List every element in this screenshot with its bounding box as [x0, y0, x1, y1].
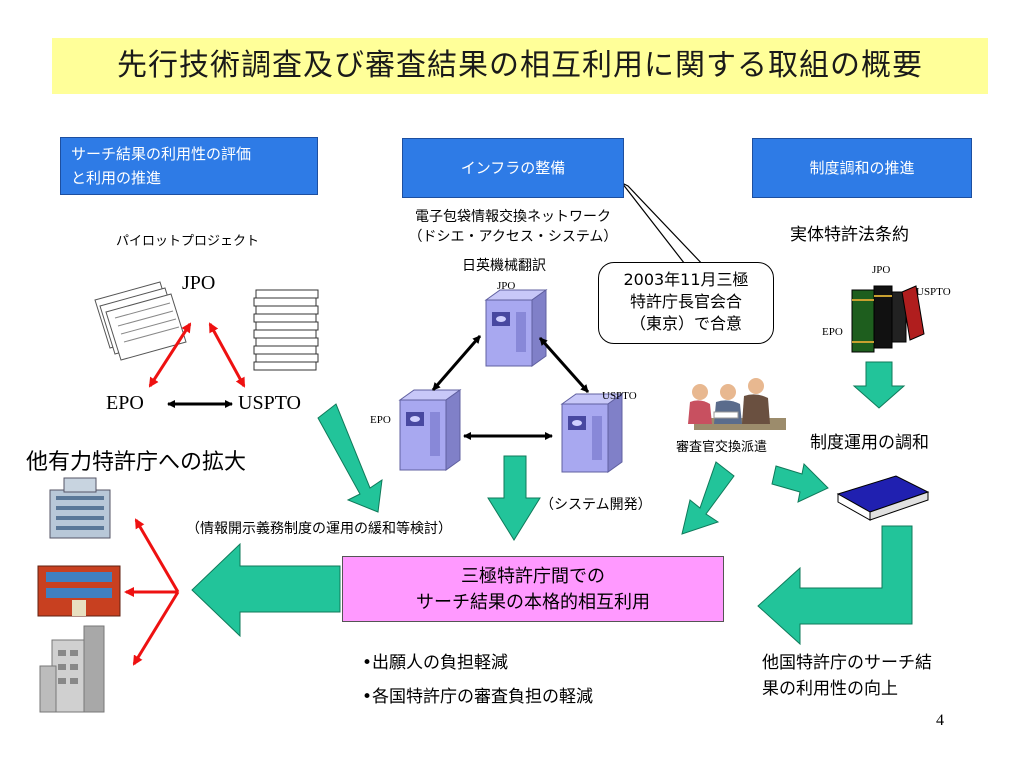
- books-jpo-label: JPO: [872, 264, 891, 276]
- red-arrow-epo-jpo: [148, 322, 192, 388]
- usability-improve: 他国特許庁のサーチ結 果の利用性の向上: [762, 650, 932, 702]
- server-jpo-label: JPO: [497, 280, 516, 292]
- epo-label: EPO: [106, 392, 144, 414]
- red-arrow-expand-1: [134, 518, 180, 593]
- usability-improve-line1: 他国特許庁のサーチ結: [762, 653, 932, 673]
- mutual-use-box: 三極特許庁間での サーチ結果の本格的相互利用: [342, 556, 724, 622]
- search-results-eval-line2: と利用の推進: [71, 169, 162, 187]
- books-uspto-label: USPTO: [916, 286, 951, 298]
- expand-label: 他有力特許庁への拡大: [26, 450, 247, 475]
- green-arrow-exchange: [681, 461, 735, 535]
- search-results-eval-box: サーチ結果の利用性の評価 と利用の推進: [60, 137, 318, 195]
- dossier-network-line2: （ドシエ・アクセス・システム）: [408, 229, 618, 245]
- green-arrow-to-book: [771, 462, 829, 503]
- books-epo-label: EPO: [822, 326, 843, 338]
- examiners-meeting-icon: [688, 378, 786, 430]
- red-arrow-jpo-uspto: [208, 322, 246, 388]
- mutual-use-line2: サーチ結果の本格的相互利用: [416, 592, 650, 613]
- uspto-label: USPTO: [238, 392, 301, 414]
- document-stack-icon: [253, 289, 319, 371]
- handbook-icon: [836, 475, 930, 521]
- green-arrow-expand: [191, 542, 341, 638]
- mutual-use-line1: 三極特許庁間での: [461, 566, 605, 587]
- books-icon: [851, 285, 925, 353]
- jpo-label: JPO: [182, 272, 216, 294]
- documents-icon: [94, 281, 187, 361]
- green-arrow-return: [757, 525, 913, 646]
- dossier-network: 電子包袋情報交換ネットワーク （ドシエ・アクセス・システム）: [398, 207, 628, 247]
- server-epo-label: EPO: [370, 414, 391, 426]
- server-uspto-label: USPTO: [602, 390, 637, 402]
- callout-line3: （東京）で合意: [629, 314, 742, 333]
- arrow-jpo-uspto-server: [538, 337, 590, 393]
- operation-harmony-label: 制度運用の調和: [810, 433, 929, 453]
- search-results-eval-line1: サーチ結果の利用性の評価: [71, 145, 252, 163]
- benefit-item: •出願人の負担軽減: [362, 653, 509, 673]
- harmonization-box: 制度調和の推進: [752, 138, 972, 198]
- benefit-item: •各国特許庁の審査負担の軽減: [362, 687, 594, 707]
- page-title: 先行技術調査及び審査結果の相互利用に関する取組の概要: [52, 38, 988, 94]
- server-icon-uspto: [560, 393, 624, 473]
- system-dev-label: （システム開発）: [540, 497, 652, 513]
- server-icon-jpo: [484, 289, 548, 367]
- arrow-jpo-epo-server: [431, 335, 482, 391]
- examiner-exchange-label: 審査官交換派遣: [676, 440, 768, 455]
- server-icon-epo: [398, 389, 462, 471]
- benefits-list: •出願人の負担軽減 •各国特許庁の審査負担の軽減: [362, 646, 593, 714]
- office-building-icon-1: [49, 477, 111, 539]
- infrastructure-box: インフラの整備: [402, 138, 624, 198]
- tower-building-icon: [39, 625, 105, 713]
- machine-translation-label: 日英機械翻訳: [462, 258, 546, 274]
- pilot-project-label: パイロットプロジェクト: [116, 234, 260, 249]
- splt-label: 実体特許法条約: [790, 225, 909, 245]
- brick-building-icon: [37, 565, 121, 617]
- callout-line1: 2003年11月三極: [623, 270, 749, 289]
- dossier-network-line1: 電子包袋情報交換ネットワーク: [415, 209, 611, 225]
- green-arrow-to-main-left: [317, 403, 383, 513]
- page-number: 4: [936, 712, 944, 729]
- red-arrow-expand-3: [132, 591, 180, 666]
- agreement-callout: 2003年11月三極 特許庁長官会合 （東京）で合意: [598, 262, 774, 344]
- callout-pointer: [621, 182, 708, 269]
- green-arrow-down-center: [487, 455, 541, 541]
- disclosure-relax-label: （情報開示義務制度の運用の緩和等検討）: [186, 521, 452, 537]
- green-arrow-down-harmony: [852, 361, 906, 409]
- callout-line2: 特許庁長官会合: [629, 292, 742, 311]
- usability-improve-line2: 果の利用性の向上: [762, 679, 898, 699]
